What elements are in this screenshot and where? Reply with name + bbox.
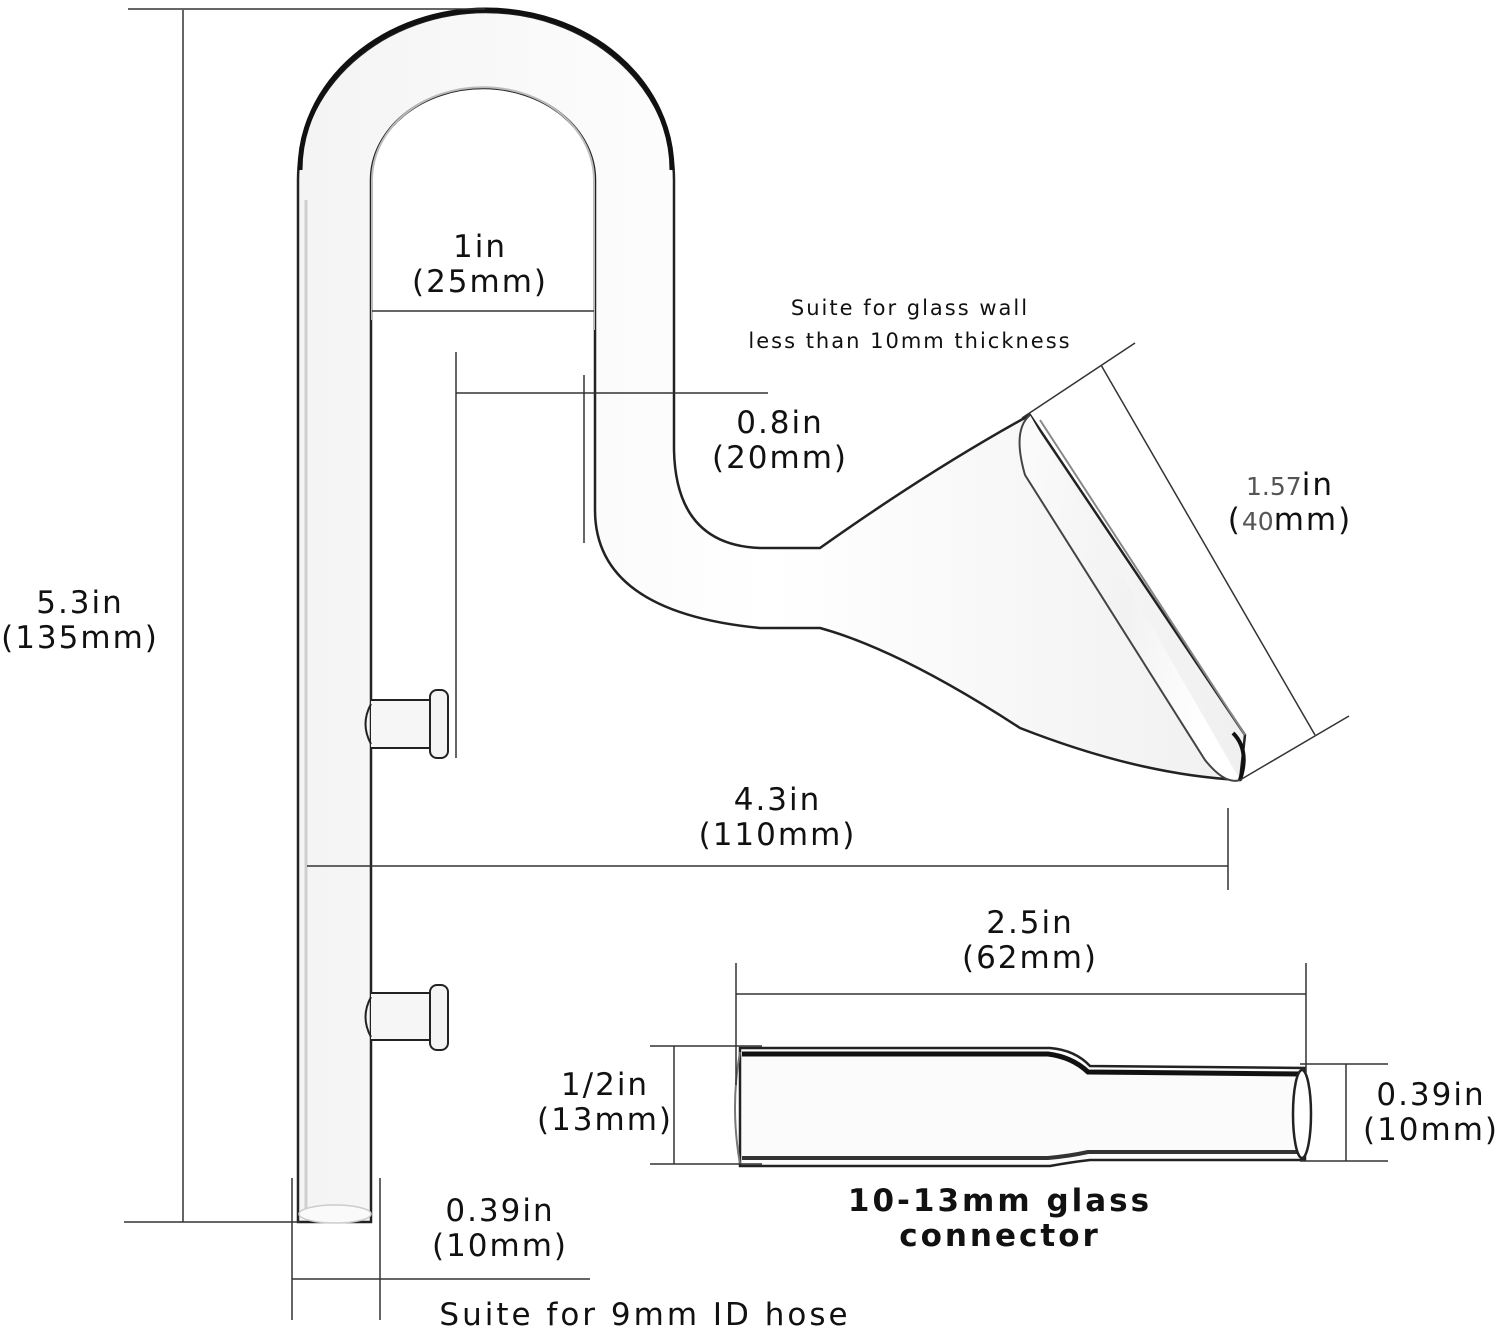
depth-label: 0.8in (20mm) [695,408,865,474]
connector-length-label: 2.5in (62mm) [945,908,1115,974]
height-metric: (135mm) [1,620,159,656]
depth-metric: (20mm) [711,440,849,476]
tube-diameter-metric: (10mm) [431,1228,569,1264]
inlet-metric-number: 40 [1241,507,1274,536]
reach-value: 4.3in [733,782,822,818]
glass-pipe [296,7,1247,1224]
connector-large-end-label: 1/2in (13mm) [530,1070,680,1136]
connector-small-end-value: 0.39in [1376,1077,1486,1113]
suction-nub-upper [364,689,449,759]
height-value: 5.3in [36,585,124,621]
pipe-bend-highlight [297,7,675,171]
inlet-value-number: 1.57 [1246,472,1302,501]
connector-small-end-metric: (10mm) [1362,1112,1500,1148]
inlet-metric-open: ( [1227,502,1242,538]
connector-right-opening [1291,1068,1313,1160]
connector-length-metric: (62mm) [961,940,1099,976]
pipe-bottom-opening [298,1204,372,1224]
cup-mouth-rim [1018,414,1241,782]
dimension-lines [124,8,1388,1320]
glass-wall-line1: Suite for glass wall [790,296,1030,320]
inner-width-value: 1in [453,229,507,265]
suction-nub-lower [364,984,449,1051]
inlet-label: 1.57in (40mm) [1205,470,1375,536]
connector-title: 10-13mm glass connector [820,1186,1180,1252]
depth-value: 0.8in [736,405,824,441]
connector-large-end-metric: (13mm) [536,1102,674,1138]
connector-title-line1: 10-13mm glass [847,1183,1153,1219]
tube-diameter-value: 0.39in [445,1193,555,1229]
inner-width-metric: (25mm) [411,264,549,300]
glass-connector [734,1046,1313,1168]
connector-length-value: 2.5in [986,905,1074,941]
connector-left-end [734,1051,741,1165]
inlet-value-unit: in [1301,467,1334,503]
cup-tip [1231,731,1246,781]
pipe-inner-line [371,86,595,330]
reach-metric: (110mm) [698,817,857,853]
connector-bottom-stripe [742,1150,1303,1160]
connector-title-line2: connector [899,1218,1101,1254]
connector-small-end-label: 0.39in (10mm) [1356,1080,1500,1146]
tube-diameter-label: 0.39in (10mm) [415,1196,585,1262]
hose-note: Suite for 9mm ID hose [405,1300,885,1331]
cup-inner-lip [1039,419,1246,736]
height-label: 5.3in (135mm) [0,588,160,654]
connector-top-stripe [742,1051,1304,1077]
connector-large-end-value: 1/2in [560,1067,650,1103]
connector-body [738,1046,1307,1168]
inlet-metric-unit: mm) [1273,502,1353,538]
reach-label: 4.3in (110mm) [690,785,865,851]
glass-wall-line2: less than 10mm thickness [748,329,1072,353]
hose-note-text: Suite for 9mm ID hose [439,1297,851,1333]
inner-width-label: 1in (25mm) [395,232,565,298]
glass-wall-note: Suite for glass wall less than 10mm thic… [720,298,1100,352]
